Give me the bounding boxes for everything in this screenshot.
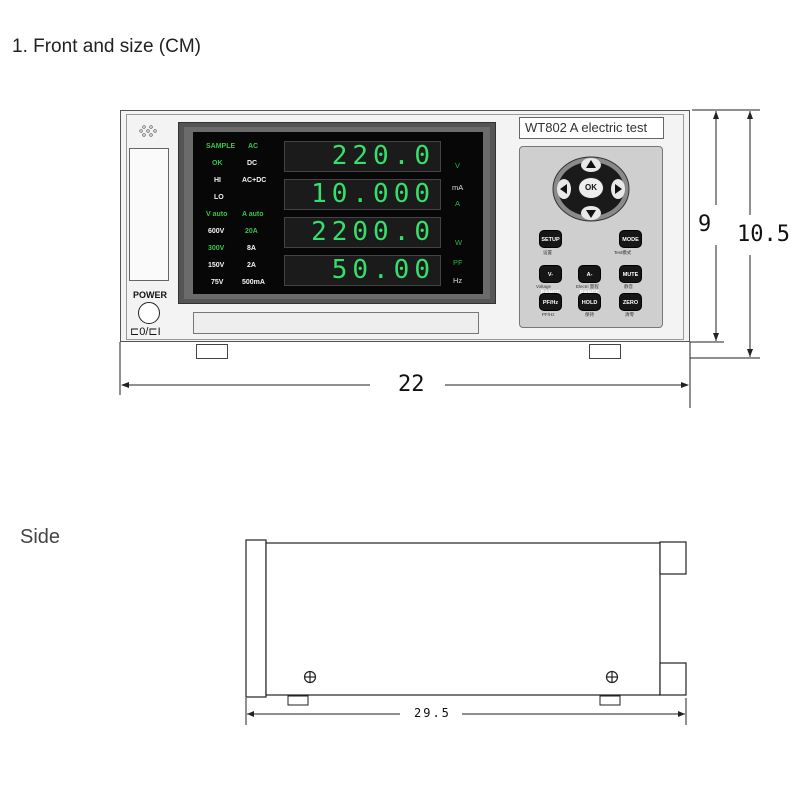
arrow-up-icon[interactable] — [580, 157, 602, 173]
power-label: POWER — [133, 290, 168, 300]
indicator-300v: 300V — [208, 245, 225, 252]
power-button[interactable] — [138, 302, 160, 324]
setup-button[interactable]: SETUP — [539, 230, 562, 248]
unit-v: V — [455, 161, 461, 170]
front-foot-left — [196, 344, 228, 359]
unit-hz: Hz — [453, 276, 463, 285]
readout-voltage: 220.0 — [331, 141, 435, 171]
mute-sublabel: 静音 — [624, 284, 633, 289]
screw-icon — [605, 670, 619, 684]
front-size-heading: 1. Front and size (CM) — [12, 36, 201, 57]
zero-sublabel: 清零 — [625, 312, 634, 317]
indicator-ac-dc: AC+DC — [242, 177, 267, 184]
readout-box-frequency — [284, 255, 441, 286]
indicator-75v: 75V — [211, 279, 224, 286]
unit-a: A — [455, 199, 461, 208]
indicator-sample: SAMPLE — [206, 143, 236, 150]
left-panel-slot — [129, 148, 169, 281]
indicator-dc: DC — [247, 160, 258, 167]
readout-box-voltage — [284, 141, 441, 172]
a-range-sublabel: Electri 量程 — [576, 284, 599, 289]
side-heading: Side — [20, 526, 61, 548]
indicator-a-auto: A auto — [242, 211, 264, 218]
speaker-grille-icon — [139, 124, 157, 138]
model-label-plate: WT802 A electric test — [519, 117, 664, 139]
arrow-down-icon[interactable] — [580, 205, 602, 221]
hold-sublabel: 保持 — [585, 312, 594, 317]
front-bottom-bar — [193, 312, 479, 334]
hold-button[interactable]: HOLD — [578, 293, 601, 311]
pf-hz-sublabel: PF/Hz — [542, 312, 555, 317]
readout-power: 2200.0 — [311, 217, 435, 247]
indicator-ac: AC — [248, 143, 259, 150]
arrow-right-icon[interactable] — [610, 178, 626, 200]
pf-hz-button[interactable]: PF/Hz — [539, 293, 562, 311]
readout-box-power — [284, 217, 441, 248]
unit-ma: mA — [452, 183, 464, 192]
indicator-ok: OK — [212, 160, 223, 167]
indicator-500ma: 500mA — [242, 279, 265, 286]
zero-button[interactable]: ZERO — [619, 293, 642, 311]
indicator-lo: LO — [214, 194, 224, 201]
indicator-v-auto: V auto — [206, 211, 228, 218]
indicator-600v: 600V — [208, 228, 225, 235]
indicator-hi: HI — [214, 177, 221, 184]
unit-pf: PF — [453, 258, 463, 267]
screw-icon — [303, 670, 317, 684]
readout-current: 10.000 — [311, 179, 435, 209]
dimension-depth: 29.5 — [414, 706, 451, 720]
dimension-total-height: 10.5 — [737, 222, 790, 247]
indicator-20a: 20A — [245, 228, 258, 235]
readout-frequency: 50.00 — [331, 255, 435, 285]
indicator-150v: 150V — [208, 262, 225, 269]
mode-sublabel: Test模式 — [614, 250, 632, 255]
setup-sublabel: 设置 — [543, 250, 552, 255]
mode-button[interactable]: MODE — [619, 230, 642, 248]
indicator-8a: 8A — [247, 245, 256, 252]
dimension-width: 22 — [398, 372, 425, 397]
readout-box-current — [284, 179, 441, 210]
front-foot-right — [589, 344, 621, 359]
mute-button[interactable]: MUTE — [619, 265, 642, 283]
front-inner-frame — [126, 114, 684, 340]
ok-button[interactable]: OK — [578, 177, 604, 199]
unit-w: W — [455, 238, 463, 247]
indicator-2a: 2A — [247, 262, 256, 269]
dimension-inner-height: 9 — [698, 212, 712, 237]
v-range-sublabel: Voltage — [536, 284, 552, 289]
arrow-left-icon[interactable] — [556, 178, 572, 200]
power-symbol: ⊏0/⊏I — [130, 326, 161, 338]
